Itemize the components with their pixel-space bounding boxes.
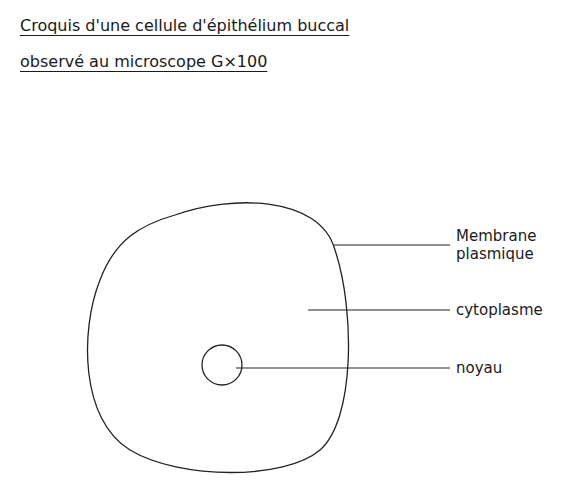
leader-line [334,245,450,246]
cell-outline [88,203,349,473]
leader-line [236,368,450,369]
part-label: Membrane plasmique [456,227,556,263]
part-label: noyau [456,359,556,377]
part-label: cytoplasme [456,301,556,319]
title: Croquis d'une cellule d'épithélium bucca… [20,8,400,80]
nucleus-outline [202,345,242,385]
leader-line [308,310,450,311]
